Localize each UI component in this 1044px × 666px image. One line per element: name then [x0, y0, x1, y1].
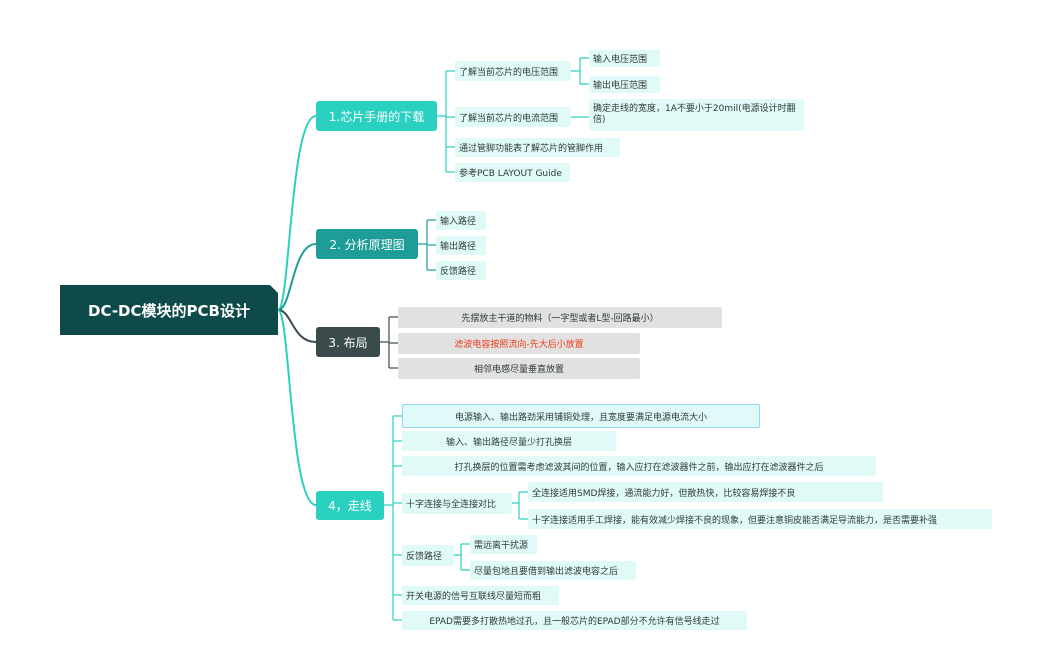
leaf-via-position[interactable]: 打孔换层的位置需考虑滤波其间的位置，输入应打在滤波器件之前，输出应打在滤波器件之…: [402, 456, 876, 476]
leaf-cross-connection[interactable]: 十字连接适用手工焊接，能有效减少焊接不良的现象，但要注意铜皮能否满足导流能力，是…: [528, 509, 992, 529]
leaf-ground-guard[interactable]: 尽量包地且要借到输出滤波电容之后: [470, 561, 636, 580]
edge-cross-children: [512, 491, 528, 520]
leaf-output-path[interactable]: 输出路径: [436, 236, 486, 255]
leaf-pin-table[interactable]: 通过管脚功能表了解芯片的管脚作用: [455, 138, 620, 157]
leaf-inductor-orientation[interactable]: 相邻电感尽量垂直放置: [398, 358, 640, 379]
edge-root-branch3: [277, 309, 317, 343]
leaf-main-path-parts[interactable]: 先摆放主干道的物料（一字型或者L型-回路最小）: [398, 307, 722, 328]
leaf-feedback-path[interactable]: 反馈路径: [436, 261, 486, 280]
leaf-away-from-noise[interactable]: 需远离干扰源: [470, 535, 537, 554]
leaf-filter-capacitor[interactable]: 滤波电容按照流向-先大后小放置: [398, 333, 640, 354]
leaf-layout-guide[interactable]: 参考PCB LAYOUT Guide: [455, 163, 570, 182]
edge-b4-trunk: [384, 416, 394, 620]
edge-b2-trunk: [418, 220, 428, 270]
leaf-epad-vias[interactable]: EPAD需要多打散热地过孔，且一般芯片的EPAD部分不允许有信号线走过: [402, 611, 747, 630]
leaf-switch-signal[interactable]: 开关电源的信号互联线尽量短而粗: [402, 586, 559, 605]
leaf-fewer-vias[interactable]: 输入、输出路径尽量少打孔换层: [402, 431, 616, 451]
leaf-full-connection[interactable]: 全连接适用SMD焊接，通流能力好，但散热快，比较容易焊接不良: [528, 482, 883, 502]
edge-b3-trunk: [380, 317, 390, 368]
edge-b1-trunk: [437, 71, 447, 172]
branch-routing[interactable]: 4，走线: [316, 491, 384, 520]
leaf-trace-width-note[interactable]: 确定走线的宽度，1A不要小于20mil(电源设计时翻倍): [589, 99, 804, 131]
leaf-input-path[interactable]: 输入路径: [436, 211, 486, 230]
root-topic[interactable]: DC-DC模块的PCB设计: [60, 285, 278, 335]
edge-root-branch2: [277, 243, 317, 311]
branch-layout[interactable]: 3. 布局: [316, 327, 380, 357]
edge-root-branch4: [277, 309, 317, 506]
branch-datasheet[interactable]: 1.芯片手册的下载: [316, 101, 437, 131]
leaf-copper-pour[interactable]: 电源输入、输出路劲采用铺铜处理，且宽度要满足电源电流大小: [402, 404, 760, 428]
leaf-input-voltage[interactable]: 输入电压范围: [589, 50, 660, 67]
leaf-output-voltage[interactable]: 输出电压范围: [589, 76, 660, 93]
branch-schematic[interactable]: 2. 分析原理图: [316, 229, 418, 259]
leaf-routing-feedback[interactable]: 反馈路径: [402, 545, 454, 566]
leaf-current-range[interactable]: 了解当前芯片的电流范围: [455, 107, 571, 127]
edge-root-branch1: [277, 115, 317, 311]
leaf-cross-vs-full[interactable]: 十字连接与全连接对比: [402, 493, 512, 514]
fold-corner-icon: [270, 285, 278, 293]
edge-feedback-children: [454, 543, 470, 571]
edge-voltage-children: [571, 57, 589, 85]
leaf-voltage-range[interactable]: 了解当前芯片的电压范围: [455, 61, 571, 81]
